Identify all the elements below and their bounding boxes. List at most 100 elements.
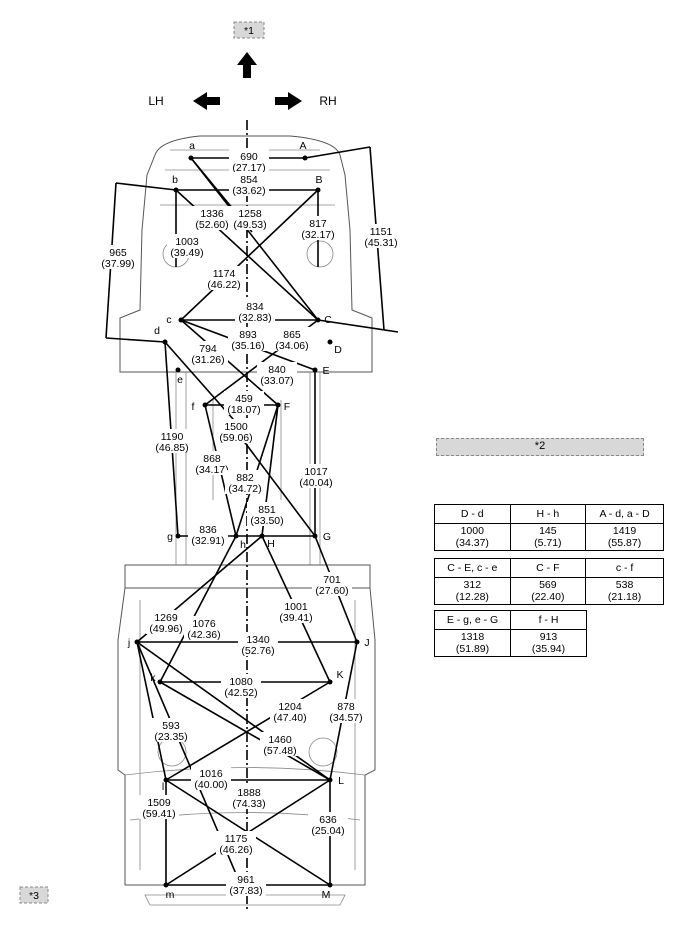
dim-mm: 965 [109,247,127,259]
dim-mm: 1336 [200,208,224,220]
arrow-up-icon [237,52,257,78]
dimension-table-2: C - E, c - e C - F c - f 312(12.28) 569(… [434,558,664,605]
dim-in: (40.00) [194,779,227,791]
dim-in: (47.40) [273,712,306,724]
point-label: f [192,401,195,413]
point-label: J [364,637,369,649]
table-header: C - F [509,558,587,578]
point-label: C [324,314,332,326]
dim-in: (59.06) [219,432,252,444]
point-label: K [336,669,343,681]
dim-in: (45.31) [364,237,397,249]
dim-in: (46.26) [219,844,252,856]
dim-mm: 701 [323,574,341,586]
dim-mm: 868 [203,453,221,465]
table-cell: 145(5.71) [509,523,587,551]
dim-mm: 1080 [229,676,253,688]
table-header: C - E, c - e [434,558,511,578]
dim-mm: 1174 [213,268,236,280]
dim-mm: 851 [258,504,276,516]
point-label: e [177,374,183,386]
dim-mm: 1258 [238,208,262,220]
dim-mm: 1003 [175,236,199,248]
point-label: h [240,539,246,551]
table-header: f - H [510,610,587,630]
dim-in: (32.83) [238,312,271,324]
dim-in: (32.17) [301,229,334,241]
dim-mm: 1175 [225,833,248,845]
callout-mid-label: *2 [534,440,546,452]
table-cell: 538(21.18) [585,577,664,605]
point-label: l [162,781,164,793]
dim-mm: 1204 [278,701,302,713]
dim-mm: 690 [240,151,258,163]
callout-mid: *2 [436,438,644,456]
dim-mm: 836 [199,524,217,536]
table-header: H - h [509,504,587,524]
dim-in: (25.04) [311,825,344,837]
callout-top: *1 [233,21,265,39]
dim-in: (37.83) [229,885,262,897]
dim-mm: 1190 [161,431,184,443]
point-label: d [154,325,160,337]
dim-mm: 834 [246,301,264,313]
dim-mm: 1888 [237,787,261,799]
dim-mm: 865 [283,329,301,341]
dim-mm: 1500 [224,421,248,433]
dimension-table-3: E - g, e - G f - H 1318(51.89) 913(35.94… [434,610,587,657]
dim-in: (31.26) [191,354,224,366]
point-label: k [150,672,156,684]
point-label: a [189,140,195,152]
dim-mm: 961 [237,874,255,886]
dim-mm: 1509 [147,797,171,809]
dim-in: (18.07) [227,404,260,416]
dim-mm: 1001 [284,601,308,613]
dim-mm: 854 [240,174,258,186]
dim-in: (42.52) [224,687,257,699]
dim-mm: 1340 [246,634,270,646]
point-label: H [267,538,275,550]
table-cell: 1000(34.37) [434,523,511,551]
arrow-left-icon [193,92,220,110]
dim-in: (33.50) [250,515,283,527]
dim-in: (37.99) [101,258,134,270]
table-cell: 1318(51.89) [434,629,511,657]
dim-in: (42.36) [187,629,220,641]
callout-bottom-label: *3 [29,890,39,902]
point-labels: a A b B c C d D e E f F g G h H j J k K … [127,140,370,901]
dimension-labels: 690(27.17) 854(33.62) 1336(52.60) 1258(4… [98,149,401,897]
table-header: A - d, a - D [585,504,664,524]
dim-in: (74.33) [232,798,265,810]
dim-in: (57.48) [263,745,296,757]
point-label: L [338,775,344,787]
dim-in: (27.17) [232,162,265,174]
dim-in: (32.91) [191,535,224,547]
direction-lh: LH [148,94,163,108]
table-cell: 312(12.28) [434,577,511,605]
dim-mm: 893 [239,329,257,341]
dim-in: (49.96) [149,623,182,635]
dim-in: (59.41) [142,808,175,820]
point-label: c [166,314,171,326]
table-cell: 569(22.40) [509,577,587,605]
dim-in: (46.85) [155,442,188,454]
dim-mm: 593 [162,720,180,732]
point-label: g [167,531,173,543]
dim-in: (34.06) [275,340,308,352]
dim-in: (33.07) [260,375,293,387]
dimension-table-1: D - d H - h A - d, a - D 1000(34.37) 145… [434,504,664,551]
dim-in: (52.76) [241,645,274,657]
dim-in: (52.60) [195,219,228,231]
table-header: E - g, e - G [434,610,511,630]
dim-in: (39.49) [170,247,203,259]
reference-points [134,155,360,888]
dim-mm: 878 [337,701,355,713]
dim-mm: 840 [268,364,286,376]
dim-mm: 1460 [268,734,292,746]
dim-in: (40.04) [299,477,332,489]
dim-in: (39.41) [279,612,312,624]
table-header: c - f [585,558,664,578]
point-label: B [315,174,322,186]
dim-mm: 1269 [154,612,178,624]
